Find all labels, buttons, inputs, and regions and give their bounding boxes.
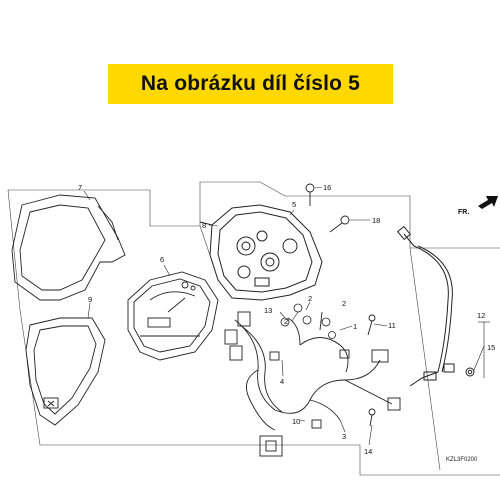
- callout-4: 4: [280, 377, 284, 386]
- callout-14: 14: [364, 447, 372, 456]
- speedometer-cable: [397, 225, 475, 387]
- callout-6: 6: [160, 255, 164, 264]
- callout-2b: 2: [284, 317, 288, 326]
- callout-numbers: 7 8 6 9 16 5 18 13 2 2 2 1 11 4 10 3 14 …: [78, 183, 495, 456]
- bulb-sockets: [280, 303, 336, 339]
- part-5-meter-case: [199, 204, 323, 301]
- diagram-code: KZL3F0200: [446, 457, 478, 463]
- callout-15: 15: [487, 343, 495, 352]
- leader-lines: [83, 186, 490, 446]
- banner-text: Na obrázku díl číslo 5: [140, 72, 361, 95]
- callout-3: 3: [342, 432, 346, 441]
- callout-9: 9: [88, 295, 92, 304]
- assembly-outline: [7, 181, 500, 476]
- part-7-meter-cover: [11, 194, 126, 301]
- callout-18: 18: [372, 216, 380, 225]
- callout-12: 12: [477, 311, 485, 320]
- front-direction-arrow: FR.: [458, 196, 498, 216]
- callout-11: 11: [388, 321, 396, 330]
- part-6-meter-face: [127, 271, 219, 361]
- fr-label: FR.: [458, 209, 469, 216]
- callout-5: 5: [292, 200, 296, 209]
- part-number-banner: Na obrázku díl číslo 5: [108, 64, 393, 104]
- wire-harness: [224, 311, 401, 457]
- callout-13: 13: [264, 306, 272, 315]
- part-9-bezel: [25, 317, 106, 426]
- callout-2c: 2: [342, 299, 346, 308]
- callout-1: 1: [353, 322, 357, 331]
- callout-7: 7: [78, 183, 82, 192]
- callout-8: 8: [202, 221, 206, 230]
- callout-10: 10: [292, 417, 300, 426]
- screws: [305, 183, 376, 427]
- callout-2a: 2: [308, 294, 312, 303]
- callout-16: 16: [323, 183, 331, 192]
